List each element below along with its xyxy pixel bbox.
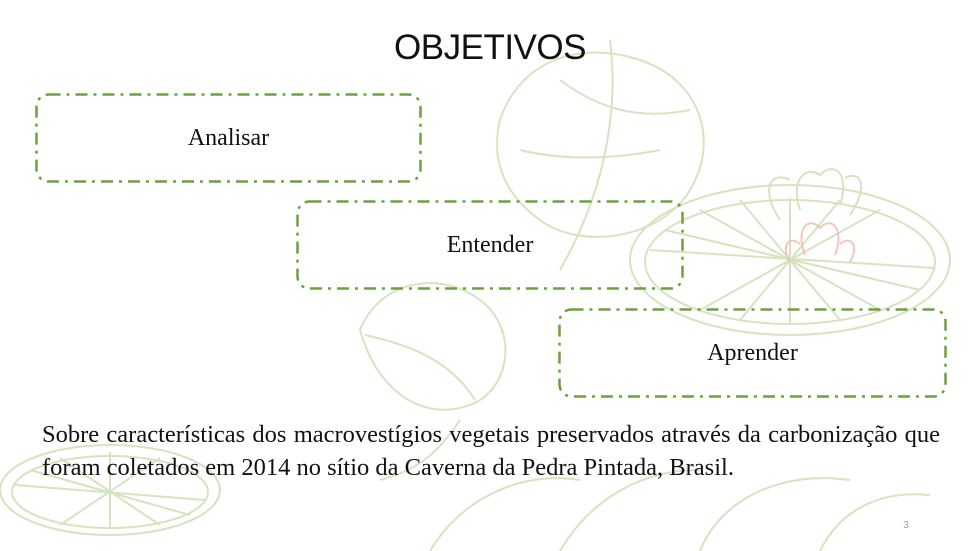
page-number: 3: [903, 520, 909, 531]
dash-dot-border: [296, 200, 684, 290]
lotus-flower-icon: [784, 222, 856, 263]
objective-box-analisar: Analisar: [35, 93, 422, 183]
dash-dot-border: [35, 93, 422, 183]
objective-box-aprender: Aprender: [558, 308, 947, 398]
dash-dot-border: [558, 308, 947, 398]
objective-label: Aprender: [707, 339, 798, 366]
objective-box-entender: Entender: [296, 200, 684, 290]
slide-title: OBJETIVOS: [394, 28, 586, 67]
objective-label: Entender: [446, 231, 534, 258]
body-paragraph: Sobre características dos macrovestígios…: [42, 421, 940, 481]
objective-label: Analisar: [187, 124, 270, 151]
